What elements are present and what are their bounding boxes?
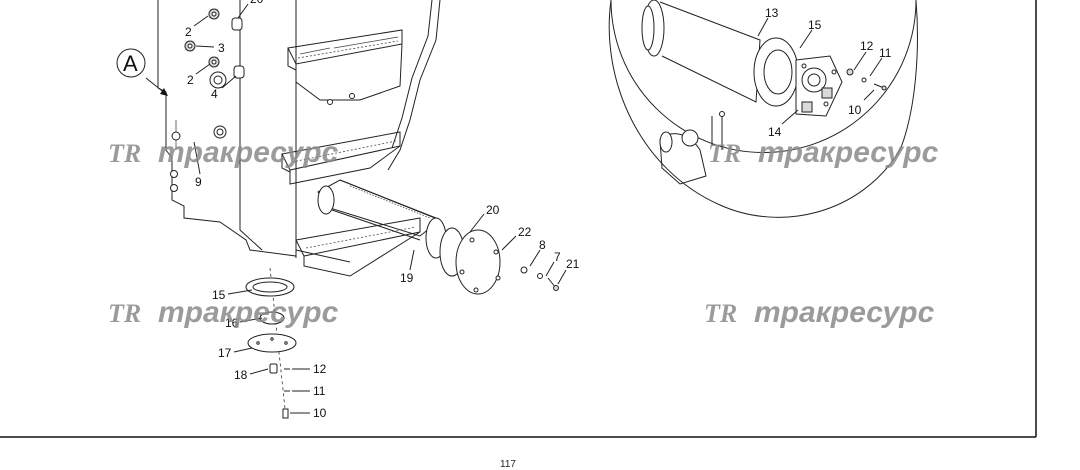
callout-a: A [116,48,168,96]
callout-8: 8 [539,238,546,252]
callout-11: 11 [313,384,326,398]
watermark-1: TR тракресурс [108,136,339,169]
watermark-4: TR тракресурс [704,296,935,329]
step-middle [281,131,401,185]
detail-callout-14: 14 [768,125,782,139]
callout-18: 18 [234,368,248,382]
callout-17: 17 [218,346,232,360]
watermark-logo: TR [708,139,741,168]
hardware-8-7-21 [520,266,559,291]
watermark-text: тракресурс [158,136,339,169]
detail-callout-15: 15 [808,18,822,32]
callout-10: 10 [313,406,327,420]
callout-9: 9 [195,175,202,189]
callout-22: 22 [518,225,532,239]
callout-3: 3 [218,41,225,55]
callout-21: 21 [566,257,580,271]
callout-4: 4 [211,87,218,101]
callout-20: 20 [486,203,500,217]
callout-12: 12 [313,362,327,376]
callout-16: 16 [225,316,239,330]
filter-tube [317,179,501,295]
step-lower [295,217,421,277]
callout-7: 7 [554,250,561,264]
callout-19: 19 [400,271,414,285]
detail-callout-12: 12 [860,39,874,53]
watermark-logo: TR [108,299,141,328]
callout-2a: 2 [185,25,192,39]
detail-callout-11: 11 [879,46,892,60]
detail-callout-13: 13 [765,6,779,20]
callout-a-label: A [123,51,138,76]
callout-20-top: 20 [250,0,264,6]
watermark-logo: TR [704,299,737,328]
watermark-3: TR тракресурс [108,296,339,329]
exploded-flange [245,267,297,419]
watermark-text: тракресурс [754,296,935,329]
callout-15: 15 [212,288,226,302]
watermark-text: тракресурс [758,136,939,169]
watermark-logo: TR [108,139,141,168]
page-number: 117 [500,459,516,470]
leader-lines-left [193,3,567,414]
watermark-text: тракресурс [158,296,339,329]
watermark-2: TR тракресурс [708,136,939,169]
detail-callout-10: 10 [848,103,862,117]
hardware-left-top [184,8,245,89]
detail-view [608,0,918,218]
step-upper [287,29,403,105]
tank-body [157,0,441,263]
callout-2b: 2 [187,73,194,87]
